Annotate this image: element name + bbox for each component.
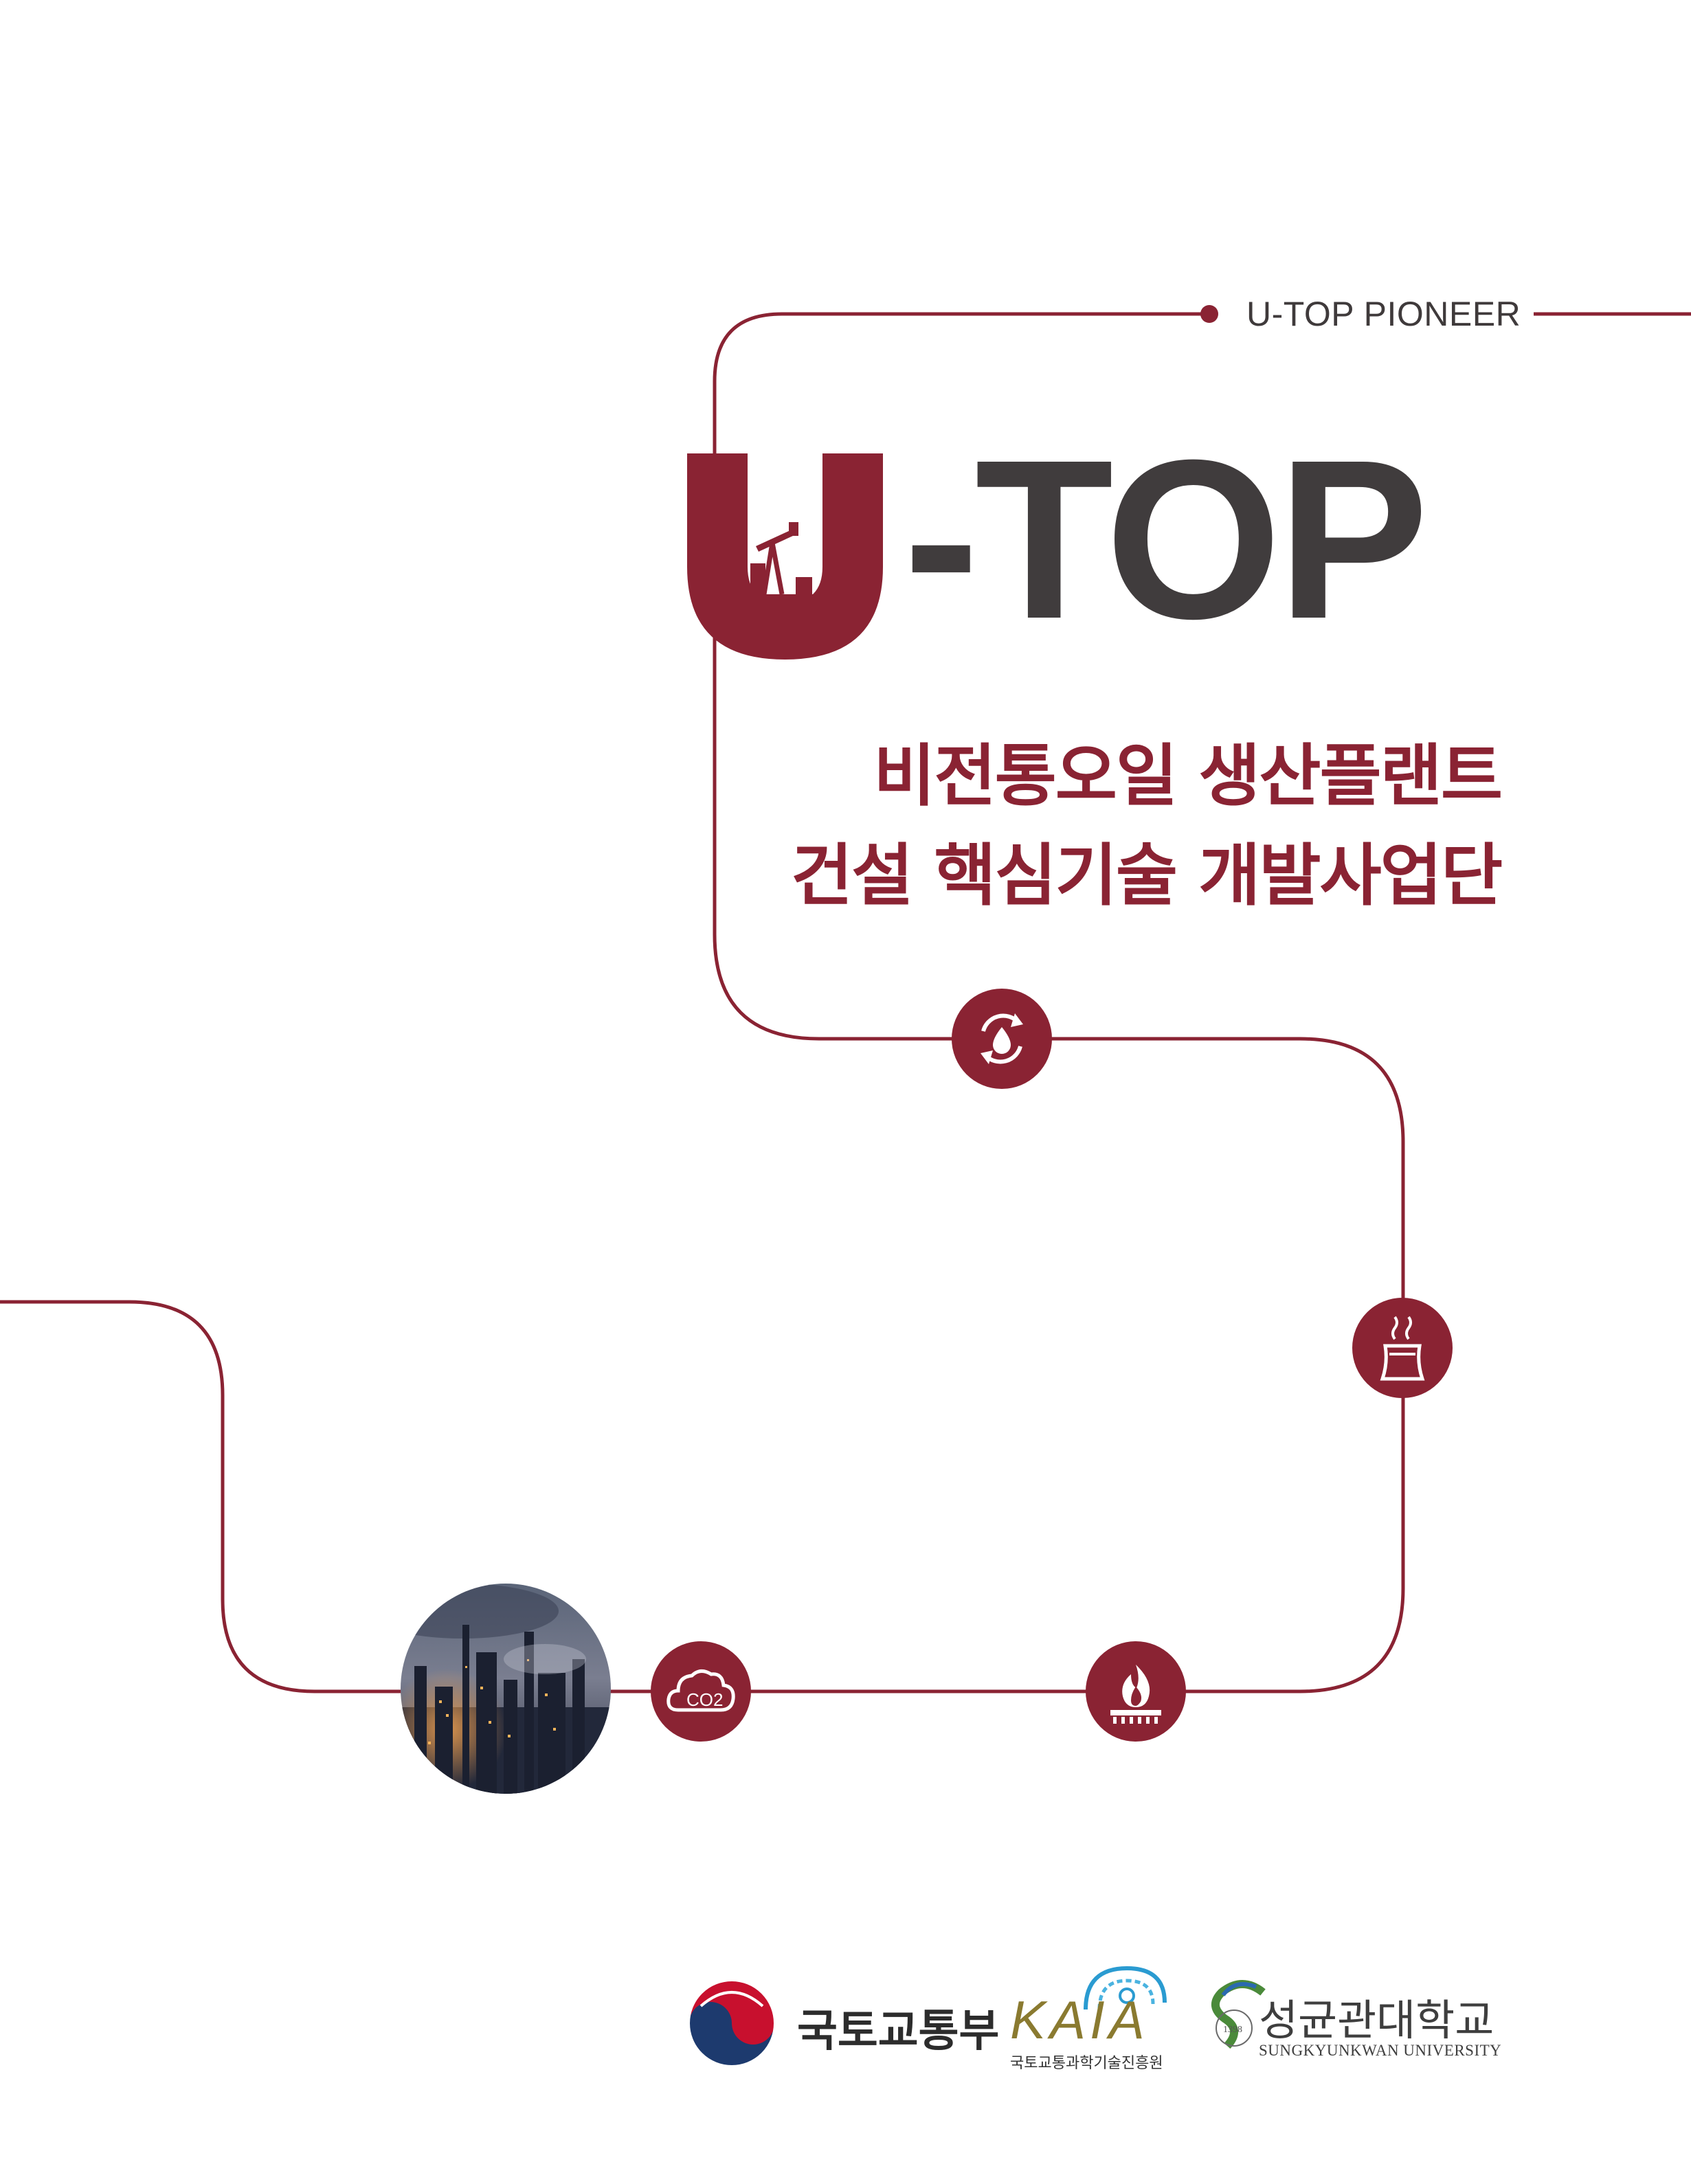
cooling-tower-icon: [1380, 1316, 1425, 1381]
burner-flame-icon: [1110, 1665, 1161, 1724]
recycle-icon: [981, 1013, 1023, 1064]
ministry-name: 국토교통부: [797, 2006, 1000, 2057]
kaia-name: KAIA: [1010, 1990, 1149, 2050]
node-burner: [1086, 1641, 1186, 1742]
skku-year: 1398: [1223, 2025, 1242, 2035]
skku-subtitle: SUNGKYUNKWAN UNIVERSITY: [1259, 2042, 1502, 2059]
co2-cloud-icon: CO2: [667, 1669, 735, 1712]
ministry-emblem: [688, 1980, 775, 2067]
subtitle-line-1: 비전통오일 생산플랜트: [873, 737, 1503, 815]
logo-u-pumpjack: [687, 453, 883, 660]
kaia-swirl-icon: [1084, 1966, 1167, 2010]
node-cooling-tower: [1352, 1298, 1453, 1398]
skku-name: 성균관대학교: [1259, 1995, 1494, 2045]
tagline: U-TOP PIONEER: [1246, 295, 1521, 333]
subtitle-line-2: 건설 핵심기술 개발사업단: [791, 837, 1503, 915]
node-recycle: [952, 989, 1052, 1089]
tagline-dot: [1200, 305, 1218, 323]
plant-photo: [401, 1584, 611, 1794]
logo-wordmark: -TOP: [904, 412, 1429, 666]
kaia-subtitle: 국토교통과학기술진흥원: [1010, 2055, 1163, 2072]
node-co2: CO2: [651, 1641, 751, 1742]
skku-emblem: 1398: [1211, 1980, 1266, 2049]
oil-pumpjack-icon: [748, 522, 822, 608]
co2-label: CO2: [686, 1689, 723, 1710]
